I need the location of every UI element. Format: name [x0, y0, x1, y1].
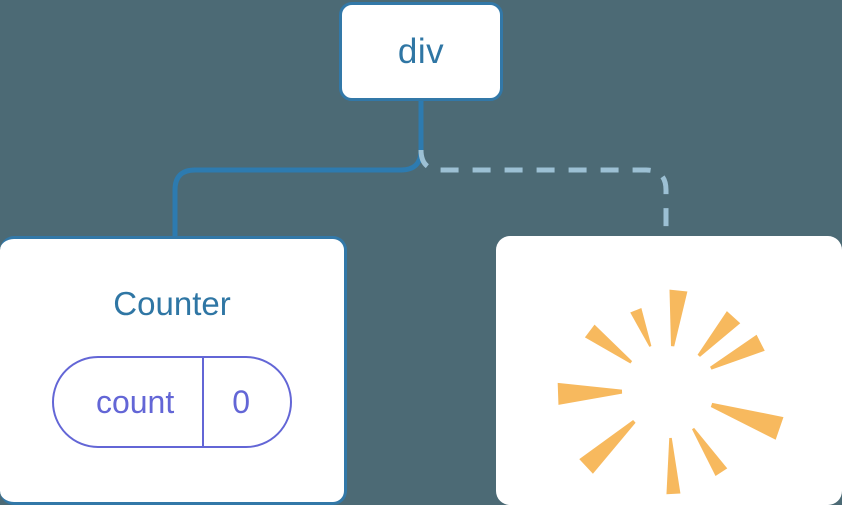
ray-ene — [710, 334, 765, 370]
ray-e — [710, 402, 784, 440]
ray-sw — [579, 420, 636, 474]
edge-div-to-burst — [418, 149, 669, 236]
state-pill-count[interactable]: count 0 — [51, 356, 293, 448]
state-pill-key: count — [95, 384, 175, 420]
ray-nw — [584, 324, 633, 364]
ray-s — [666, 437, 681, 495]
ray-sse — [691, 427, 728, 477]
ray-n — [669, 289, 688, 347]
state-pill-divider — [202, 358, 205, 446]
node-render-burst[interactable] — [496, 236, 842, 505]
ray-ne — [697, 311, 741, 357]
node-div[interactable]: div — [339, 2, 503, 101]
node-counter-title: Counter — [113, 285, 231, 322]
ray-w — [557, 382, 623, 405]
ray-nnw — [630, 308, 652, 347]
state-pill-value: 0 — [232, 384, 251, 420]
node-counter[interactable]: Counter count 0 — [0, 236, 347, 505]
edge-div-to-counter — [172, 101, 424, 236]
node-div-title: div — [397, 32, 445, 71]
render-burst-icon — [557, 289, 784, 495]
